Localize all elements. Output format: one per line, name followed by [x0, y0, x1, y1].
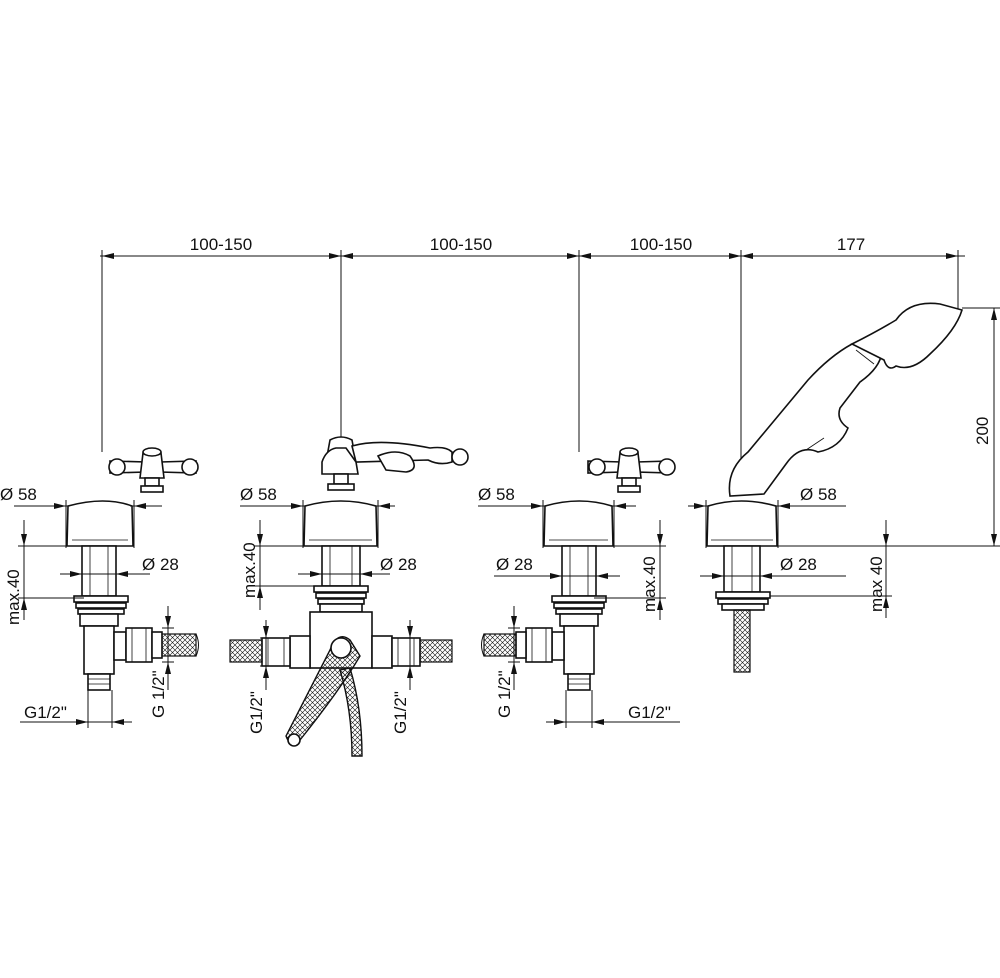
valve-right-dia28: Ø 28: [496, 555, 533, 574]
valve-center-g12-right: G1/2": [391, 691, 410, 734]
handshower-height: 200: [973, 417, 992, 445]
cross-handle-left: [108, 447, 199, 493]
valve-left-dia58: Ø 58: [0, 485, 37, 504]
valve-center-dia58: Ø 58: [240, 485, 277, 504]
handshower-max40: max 40: [867, 556, 886, 612]
valve-right-dia58: Ø 58: [478, 485, 515, 504]
valve-right-g12-side: G 1/2": [495, 670, 514, 718]
valve-left-g12: G1/2": [24, 703, 67, 722]
dim-spacing-3: 100-150: [630, 235, 692, 254]
valve-left-g12-side: G 1/2": [149, 670, 168, 718]
dim-spacing-2: 100-150: [430, 235, 492, 254]
valve-left-dia28: Ø 28: [142, 555, 179, 574]
valve-center-max40: max.40: [240, 542, 259, 598]
valve-right: Ø 58 Ø 28 max.40 G1/2" G 1/2": [478, 447, 680, 728]
valve-left-max40: max.40: [4, 569, 23, 625]
lever-handle-center: [321, 436, 469, 491]
dim-spacing-4: 177: [837, 235, 865, 254]
valve-right-max40: max.40: [640, 556, 659, 612]
hand-shower: Ø 58 Ø 28 max 40 200: [688, 302, 1000, 673]
valve-center: Ø 58 Ø 28 max.40 G1/2" G1/2": [229, 436, 469, 757]
handshower-dia58: Ø 58: [800, 485, 837, 504]
dim-spacing-1: 100-150: [190, 235, 252, 254]
valve-right-g12: G1/2": [628, 703, 671, 722]
valve-left: Ø 58 Ø 28 max.40 G1/2" G 1/2": [0, 447, 199, 728]
cross-handle-right: [587, 447, 676, 493]
top-dimension-chain: 100-150 100-150 100-150 177: [100, 235, 965, 480]
valve-center-dia28: Ø 28: [380, 555, 417, 574]
valve-center-g12-left: G1/2": [247, 691, 266, 734]
handshower-dia28: Ø 28: [780, 555, 817, 574]
